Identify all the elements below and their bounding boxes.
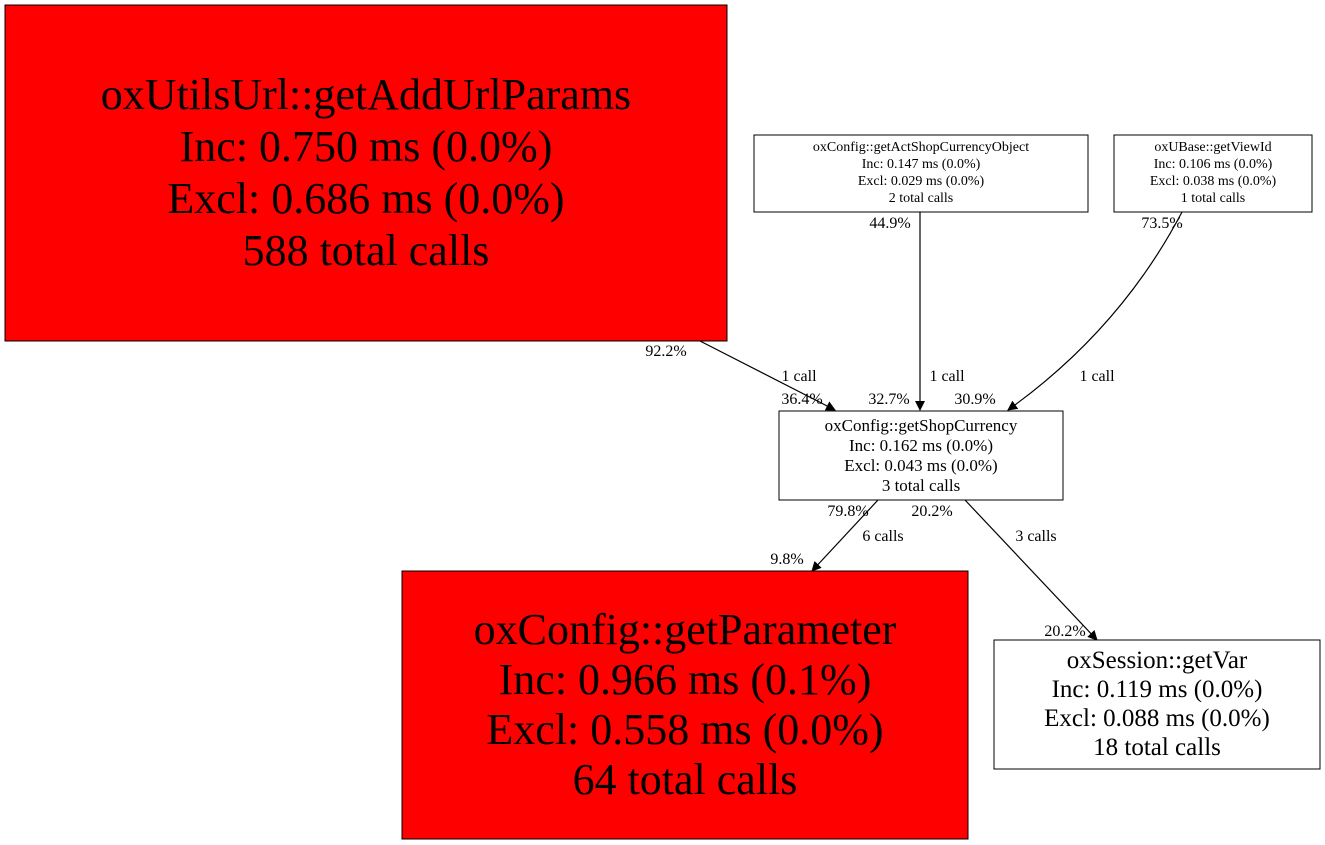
node-name: oxConfig::getShopCurrency — [825, 416, 1018, 435]
edge-call-count: 3 calls — [1015, 528, 1056, 545]
edge-tail-pct: 79.8% — [827, 503, 868, 520]
node-name: oxUtilsUrl::getAddUrlParams — [101, 70, 631, 119]
node-getAddUrlParams[interactable]: oxUtilsUrl::getAddUrlParams Inc: 0.750 m… — [4, 4, 728, 342]
edge-call-count: 1 call — [781, 368, 817, 385]
edge-getAddUrlParams-to-getShopCurrency: 92.2% 1 call 36.4% — [645, 340, 836, 411]
node-getVar[interactable]: oxSession::getVar Inc: 0.119 ms (0.0%) E… — [993, 639, 1321, 770]
node-name: oxConfig::getActShopCurrencyObject — [813, 140, 1029, 155]
node-excl: Excl: 0.038 ms (0.0%) — [1150, 174, 1277, 189]
node-inc: Inc: 0.147 ms (0.0%) — [862, 157, 981, 172]
node-calls: 18 total calls — [1093, 734, 1221, 761]
edge-tail-pct: 20.2% — [911, 503, 952, 520]
edge-tail-pct: 44.9% — [869, 215, 910, 232]
node-inc: Inc: 0.966 ms (0.1%) — [499, 655, 872, 704]
node-excl: Excl: 0.029 ms (0.0%) — [858, 174, 985, 189]
edge-call-count: 1 call — [1079, 368, 1115, 385]
edge-getShopCurrency-to-getParameter: 79.8% 6 calls 9.8% — [770, 499, 904, 572]
node-calls: 588 total calls — [243, 226, 490, 275]
node-getParameter[interactable]: oxConfig::getParameter Inc: 0.966 ms (0.… — [401, 570, 969, 840]
edge-call-count: 1 call — [929, 368, 965, 385]
node-name: oxUBase::getViewId — [1154, 140, 1271, 155]
node-inc: Inc: 0.162 ms (0.0%) — [849, 436, 993, 455]
node-getViewId[interactable]: oxUBase::getViewId Inc: 0.106 ms (0.0%) … — [1113, 134, 1313, 213]
node-inc: Inc: 0.119 ms (0.0%) — [1052, 676, 1263, 703]
node-name: oxSession::getVar — [1067, 647, 1248, 674]
edge-call-count: 6 calls — [862, 528, 903, 545]
node-name: oxConfig::getParameter — [474, 605, 897, 654]
node-calls: 3 total calls — [882, 476, 960, 495]
edge-head-pct: 20.2% — [1044, 623, 1085, 640]
edge-head-pct: 9.8% — [770, 551, 803, 568]
edge-getActShopCurrencyObject-to-getShopCurrency: 44.9% 1 call 32.7% — [868, 212, 965, 411]
edge-head-pct: 32.7% — [868, 391, 909, 408]
edge-tail-pct: 73.5% — [1141, 215, 1182, 232]
edge-head-pct: 36.4% — [781, 391, 822, 408]
node-calls: 64 total calls — [573, 755, 798, 804]
node-excl: Excl: 0.686 ms (0.0%) — [167, 174, 564, 223]
edge-getViewId-to-getShopCurrency: 73.5% 1 call 30.9% — [954, 211, 1183, 411]
node-excl: Excl: 0.088 ms (0.0%) — [1044, 705, 1270, 732]
node-getActShopCurrencyObject[interactable]: oxConfig::getActShopCurrencyObject Inc: … — [753, 134, 1089, 213]
edge-head-pct: 30.9% — [954, 391, 995, 408]
node-excl: Excl: 0.558 ms (0.0%) — [486, 705, 883, 754]
node-getShopCurrency[interactable]: oxConfig::getShopCurrency Inc: 0.162 ms … — [778, 410, 1064, 501]
node-calls: 2 total calls — [889, 191, 954, 206]
node-calls: 1 total calls — [1181, 191, 1246, 206]
node-inc: Inc: 0.750 ms (0.0%) — [180, 122, 553, 171]
node-excl: Excl: 0.043 ms (0.0%) — [844, 456, 997, 475]
edge-getShopCurrency-to-getVar: 20.2% 3 calls 20.2% — [911, 499, 1098, 641]
node-inc: Inc: 0.106 ms (0.0%) — [1154, 157, 1273, 172]
edge-tail-pct: 92.2% — [645, 343, 686, 360]
